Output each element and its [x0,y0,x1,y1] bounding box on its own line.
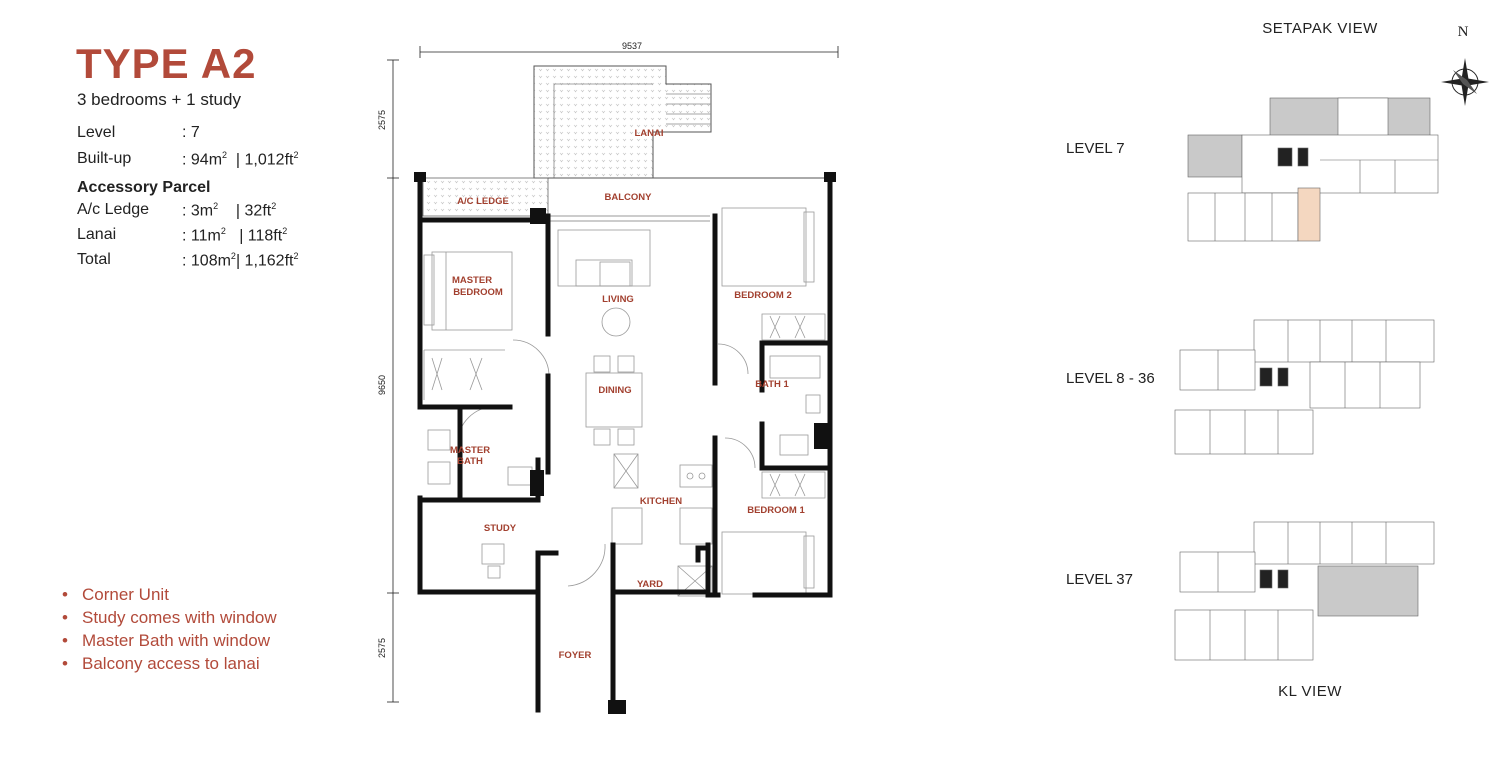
room-label-bedroom-1: BEDROOM 1 [747,505,805,516]
feature-list: Corner Unit Study comes with window Mast… [62,583,277,675]
floor-plan: 9537 2575 9650 2575 [377,41,839,714]
room-label-lanai: LANAI [634,128,663,139]
spec-value: : 108m2| 1,162ft2 [182,251,299,270]
room-label-bedroom-2: BEDROOM 2 [734,290,792,301]
level-8-36-key-plan [1174,319,1435,455]
room-label-master-bath: MASTER [450,445,490,456]
room-label-study: STUDY [484,523,517,534]
feature-item: Balcony access to lanai [62,652,277,675]
spec-value: : 3m2 | 32ft2 [182,201,277,220]
dimension-lines [387,46,839,703]
spec-value: : 94m2 | 1,012ft2 [182,150,299,169]
room-label-dining: DINING [598,385,631,396]
spec-label: Built-up [77,150,132,167]
spec-value: : 7 [182,124,200,141]
feature-item: Corner Unit [62,583,277,606]
spec-label: Level [77,124,116,141]
room-label-living: LIVING [602,294,634,305]
level-label: LEVEL 7 [1066,140,1125,157]
unit-type-title: TYPE A2 [76,40,257,87]
dimension-bottom: 2575 [377,638,387,658]
feature-item: Master Bath with window [62,629,277,652]
level-7-key-plan [1187,97,1439,242]
dimension-top: 2575 [377,110,387,130]
spec-label: A/c Ledge [77,201,150,218]
room-label-master-bedroom: MASTER [452,275,492,286]
dimension-width: 9537 [622,41,642,51]
room-label-yard: YARD [637,579,663,590]
accessory-heading: Accessory Parcel [77,179,211,196]
spec-value: : 11m2 | 118ft2 [182,226,288,245]
walls [417,174,833,713]
feature-item: Study comes with window [62,606,277,629]
room-label-master-bedroom: BEDROOM [453,287,503,298]
room-label-foyer: FOYER [559,650,592,661]
room-label-bath-1: BATH 1 [755,379,789,390]
room-label-balcony: BALCONY [605,192,653,203]
room-label-kitchen: KITCHEN [640,496,682,507]
key-plan: SETAPAK VIEW N LEVEL 7 LEVEL 8 - 36 LEVE… [1066,20,1489,700]
room-label-ac-ledge: A/C LEDGE [457,196,509,207]
setapak-view-label: SETAPAK VIEW [1262,20,1378,37]
level-label: LEVEL 8 - 36 [1066,370,1155,387]
unit-subtitle: 3 bedrooms + 1 study [77,90,241,109]
furniture [423,207,826,597]
dimension-middle: 9650 [377,375,387,395]
level-37-key-plan [1174,521,1435,661]
lanai-area [533,65,712,179]
north-label: N [1458,24,1469,40]
ac-ledge-area [422,177,549,217]
spec-label: Total [77,251,111,268]
columns [414,172,836,714]
compass-icon [1441,58,1489,106]
level-label: LEVEL 37 [1066,571,1133,588]
room-label-master-bath: BATH [457,456,483,467]
spec-label: Lanai [77,226,117,243]
kl-view-label: KL VIEW [1278,683,1342,700]
